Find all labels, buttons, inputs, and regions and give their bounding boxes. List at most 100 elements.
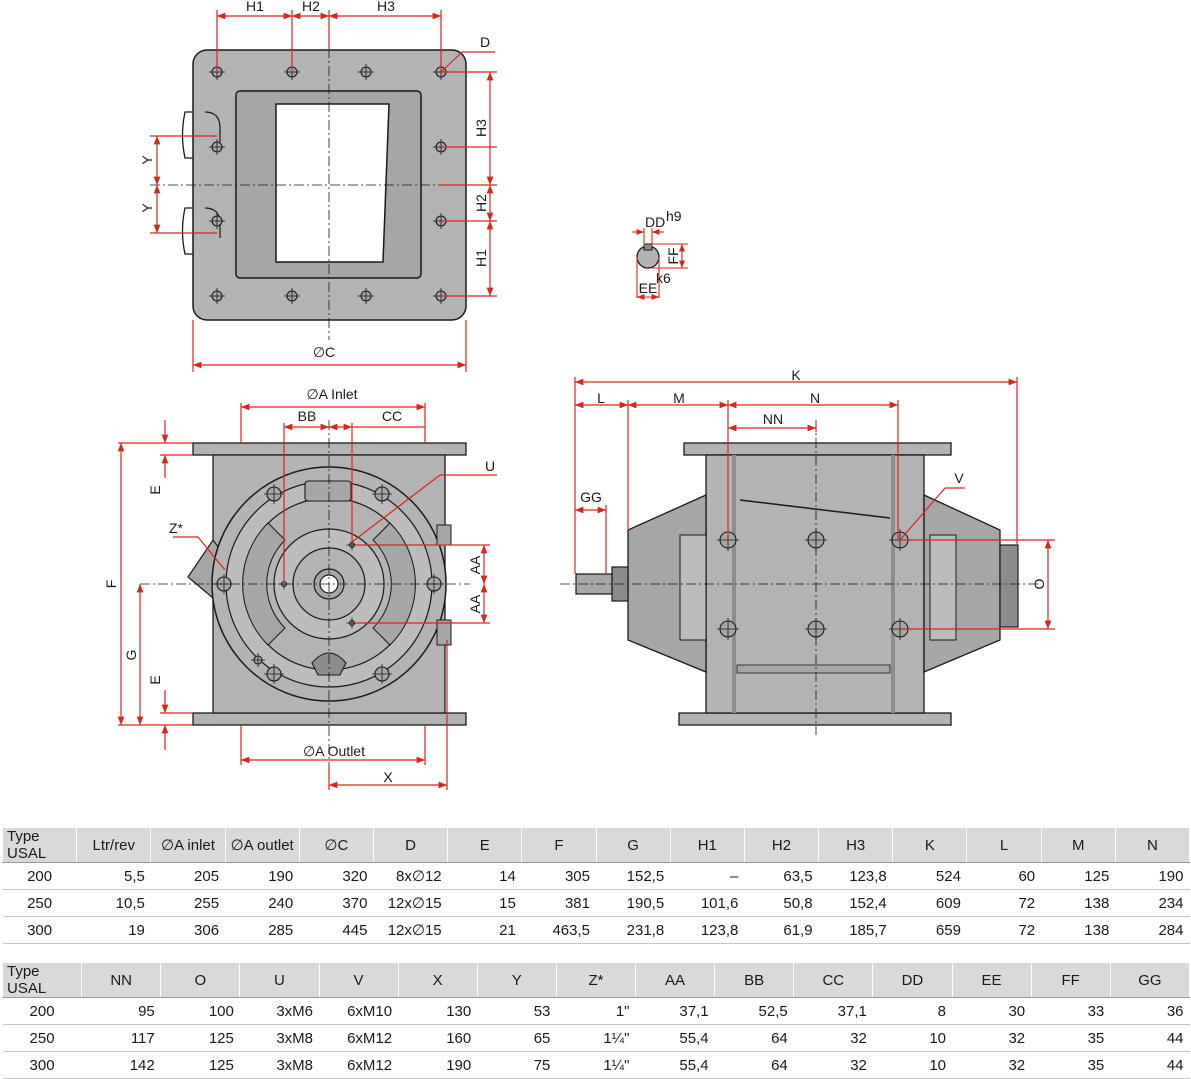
plug (251, 653, 265, 667)
table-cell: 64 (714, 1051, 794, 1079)
side-view: K L M N NN GG V O (560, 367, 1055, 735)
dim-Z: Z* (169, 520, 184, 536)
dim-H3-top: H3 (377, 0, 395, 14)
table-cell: 72 (966, 889, 1042, 917)
bolt-hole (209, 288, 225, 304)
column-header: K (892, 827, 968, 863)
column-header: D (372, 827, 449, 863)
table-cell: 300 (2, 1051, 82, 1079)
table-cell: 138 (1041, 916, 1116, 944)
table-cell: 10,5 (76, 889, 151, 917)
table-cell: 125 (160, 1024, 240, 1052)
table-cell: 35 (1031, 1024, 1111, 1052)
table-cell: 6xM12 (319, 1024, 399, 1052)
column-header: M (1040, 827, 1116, 863)
dim-O: O (1031, 578, 1047, 589)
dim-E-top: E (147, 485, 163, 494)
table-cell: 320 (299, 862, 374, 890)
column-header: Z* (555, 962, 637, 998)
table-cell: 75 (477, 1051, 557, 1079)
dim-h9: h9 (666, 208, 682, 224)
table-cell: 44 (1110, 1051, 1190, 1079)
table-cell: 205 (150, 862, 226, 890)
dim-GG: GG (580, 489, 602, 505)
table-cell: 3xM8 (239, 1024, 319, 1052)
column-header: H1 (669, 827, 745, 863)
table-cell: 8 (872, 997, 952, 1025)
table-cell: 36 (1110, 997, 1190, 1025)
column-header: L (966, 827, 1042, 863)
flange-bolts (214, 484, 444, 684)
table-cell: 160 (398, 1024, 478, 1052)
dim-CC: CC (382, 408, 402, 424)
column-header: N (1114, 827, 1191, 863)
column-header: Ltr/rev (76, 827, 152, 863)
table-cell: 37,1 (793, 997, 873, 1025)
column-header: AA (634, 962, 716, 998)
table-cell: 35 (1031, 1051, 1111, 1079)
table-cell: 300 (2, 916, 77, 944)
shaft-detail: DD h9 FF k6 EE (632, 208, 688, 301)
column-header: V (318, 962, 399, 998)
table-cell: – (670, 862, 745, 890)
column-header: G (595, 827, 671, 863)
table-cell: 32 (793, 1051, 873, 1079)
bolt-hole (358, 64, 374, 80)
table-cell: 32 (952, 1024, 1032, 1052)
dim-Y-upper: Y (139, 155, 155, 165)
dim-H1-top: H1 (246, 0, 264, 14)
table-cell: 52,5 (714, 997, 794, 1025)
table-cell: 12x∅15 (373, 916, 448, 944)
housing-bolt (372, 664, 392, 684)
column-header: Y (476, 962, 557, 998)
table-cell: 190 (225, 862, 300, 890)
column-header: O (160, 962, 241, 998)
table-cell: 61,9 (744, 916, 819, 944)
table-cell: 1¼" (556, 1024, 636, 1052)
dim-G: G (123, 650, 139, 661)
table-cell: 12x∅15 (373, 889, 448, 917)
table-cell: 200 (2, 997, 82, 1025)
table-cell: 284 (1115, 916, 1190, 944)
dim-C: ∅C (313, 344, 335, 360)
dim-N: N (810, 390, 820, 406)
dim-H1-side: H1 (473, 249, 489, 267)
table-cell: 445 (299, 916, 374, 944)
column-header: CC (793, 962, 874, 998)
column-header: GG (1109, 962, 1191, 998)
column-header: E (447, 827, 523, 863)
column-header: EE (951, 962, 1032, 998)
table-cell: 32 (952, 1051, 1032, 1079)
column-header: U (239, 962, 320, 998)
dim-E-bottom: E (147, 675, 163, 684)
table-cell: 250 (2, 889, 77, 917)
table-cell: 250 (2, 1024, 82, 1052)
table-cell: 14 (447, 862, 522, 890)
table-cell: 130 (398, 997, 478, 1025)
table-cell: 63,5 (744, 862, 819, 890)
bolt-hole (209, 139, 225, 155)
dim-L: L (597, 390, 605, 406)
table-cell: 524 (892, 862, 967, 890)
table-cell: 125 (160, 1051, 240, 1079)
dim-K: K (791, 367, 801, 383)
table-cell: 55,4 (635, 1051, 715, 1079)
table-cell: 53 (477, 997, 557, 1025)
housing-bolt (264, 664, 284, 684)
dim-M: M (673, 390, 685, 406)
table-cell: 240 (225, 889, 300, 917)
side-bolt-V (717, 618, 739, 640)
dim-U: U (485, 458, 495, 474)
table-cell: 44 (1110, 1024, 1190, 1052)
table-cell: 234 (1115, 889, 1190, 917)
table-cell: 10 (872, 1024, 952, 1052)
table-cell: 19 (76, 916, 151, 944)
dim-BB: BB (298, 408, 317, 424)
dim-D: D (480, 34, 490, 50)
column-header: NN (81, 962, 162, 998)
table-cell: 1¼" (556, 1051, 636, 1079)
table-cell: 659 (892, 916, 967, 944)
